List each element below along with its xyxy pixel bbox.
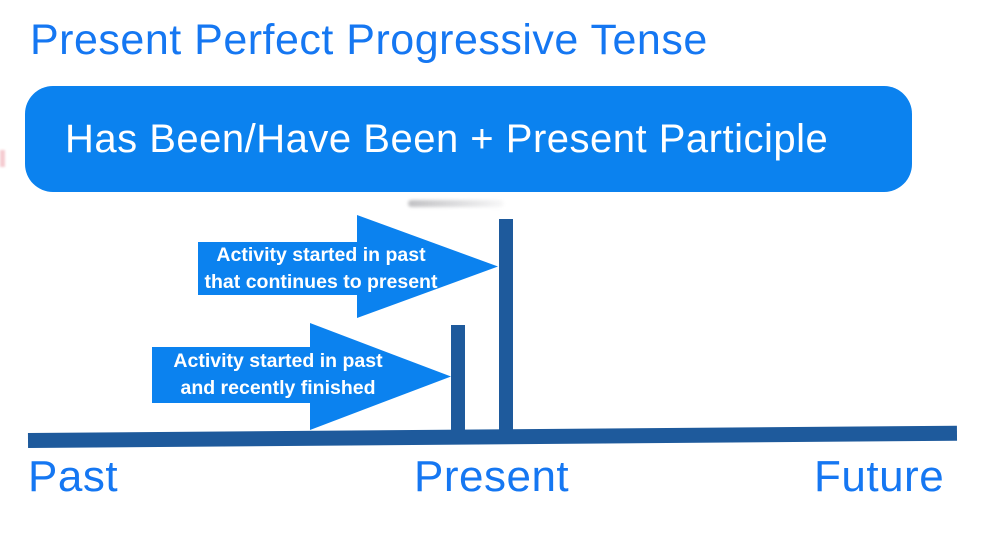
arrow-finished-label-line2: and recently finished [180,377,376,399]
arrow-continues-label: Activity started in past that continues … [198,240,444,298]
arrow-continues-label-line2: that continues to present [204,271,438,293]
timeline-label-future: Future [814,452,945,501]
timeline-bar [27,425,958,448]
timeline-label-past: Past [28,452,119,501]
formula-text: Has Been/Have Been + Present Participle [65,116,829,161]
timeline-tick-present [499,219,513,435]
formula-box: Has Been/Have Been + Present Participle [25,86,912,192]
smudge-artifact [408,200,504,207]
timeline-tick-recently-finished [451,325,465,435]
arrow-finished-label-line1: Activity started in past [173,350,383,373]
arrow-finished-label: Activity started in past and recently fi… [152,345,404,405]
arrow-continues-label-line1: Activity started in past [216,244,426,267]
arrow-continues-body [198,242,358,295]
timeline-label-present: Present [414,452,570,501]
pink-edge-artifact [0,150,5,167]
arrow-finished-body [152,347,311,403]
page-title: Present Perfect Progressive Tense [30,16,708,64]
